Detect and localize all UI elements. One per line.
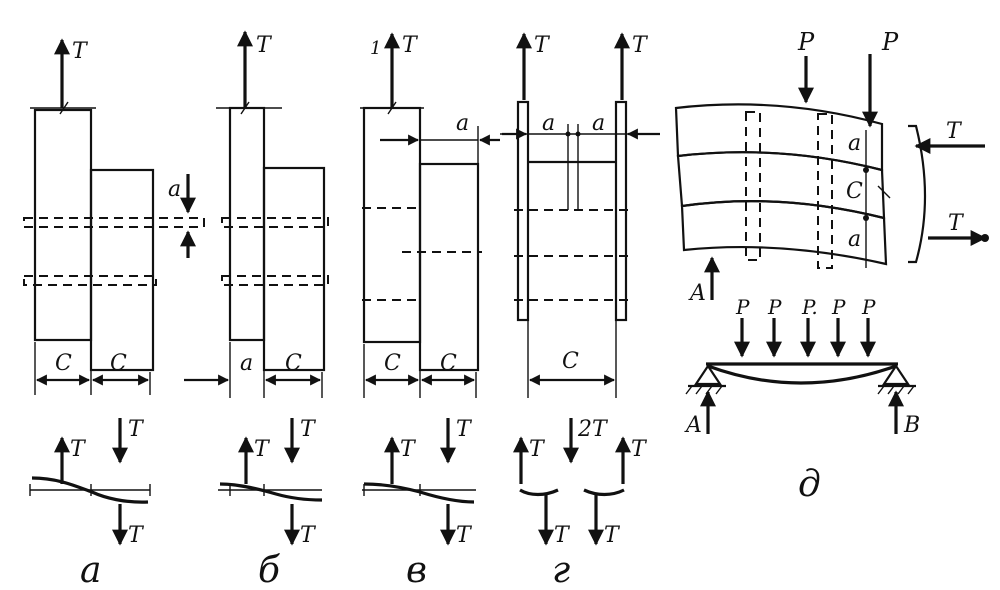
svg-text:a: a: [848, 131, 861, 156]
panel-d: P P a C a T T A P P P. P P: [674, 28, 989, 505]
deflection-curve: [31, 476, 149, 504]
svg-text:T: T: [256, 33, 273, 58]
svg-text:T: T: [128, 523, 145, 548]
svg-text:T: T: [631, 437, 648, 462]
svg-text:P: P: [861, 295, 876, 319]
svg-text:P: P: [881, 28, 899, 56]
deflection-curve: [519, 488, 559, 497]
panel-v: 1 T a C C T T T в: [360, 32, 500, 590]
plank: [362, 106, 422, 344]
svg-text:T: T: [604, 523, 621, 548]
svg-text:a: a: [456, 111, 469, 136]
svg-text:T: T: [456, 417, 473, 442]
svg-text:T: T: [128, 417, 145, 442]
svg-text:T: T: [70, 437, 87, 462]
bolt: [221, 275, 329, 286]
dowel: [817, 113, 833, 269]
svg-text:C: C: [562, 349, 579, 374]
svg-text:a: a: [592, 111, 605, 136]
svg-text:C: C: [440, 351, 457, 376]
marker-one: 1: [370, 38, 381, 59]
panel-g: T T a a C T T 2T T T г: [500, 32, 660, 590]
plank: [33, 108, 93, 342]
support-b: [881, 364, 911, 386]
svg-text:2T: 2T: [577, 417, 609, 442]
gap-label: a: [168, 177, 181, 202]
panel-b: T a C T T T б: [184, 30, 329, 590]
svg-text:A: A: [688, 281, 706, 306]
svg-text:P: P: [735, 295, 750, 319]
deflection-curve: [219, 482, 323, 502]
svg-text:C: C: [846, 179, 863, 204]
svg-text:P: P: [831, 295, 846, 319]
caption-d: д: [798, 464, 821, 505]
svg-text:B: B: [903, 413, 920, 438]
svg-text:T: T: [946, 119, 963, 144]
caption-a: а: [80, 550, 101, 590]
svg-text:P.: P.: [801, 295, 818, 319]
deflection-curve: [707, 364, 897, 385]
plank: [89, 168, 155, 372]
plank: [228, 106, 266, 342]
spacing-label: C: [110, 351, 127, 376]
svg-text:T: T: [456, 523, 473, 548]
tension-label: T: [72, 39, 89, 64]
svg-text:T: T: [948, 211, 965, 236]
svg-text:A: A: [684, 413, 702, 438]
svg-text:T: T: [529, 437, 546, 462]
svg-text:P: P: [767, 295, 782, 319]
svg-text:T: T: [554, 523, 571, 548]
svg-text:T: T: [402, 33, 419, 58]
beam-layer: [680, 200, 888, 266]
svg-text:a: a: [240, 351, 253, 376]
svg-text:a: a: [848, 227, 861, 252]
dowel: [745, 111, 761, 261]
plank: [418, 162, 480, 372]
svg-text:T: T: [254, 437, 271, 462]
svg-text:T: T: [300, 417, 317, 442]
svg-text:T: T: [632, 33, 649, 58]
bolt: [221, 217, 329, 228]
deflection-curve: [363, 482, 475, 504]
svg-text:a: a: [542, 111, 555, 136]
caption-v: в: [406, 550, 427, 590]
plank: [262, 166, 326, 372]
bolt: [23, 275, 157, 286]
deflection-curve: [583, 488, 625, 497]
svg-text:T: T: [300, 523, 317, 548]
svg-text:T: T: [400, 437, 417, 462]
svg-text:T: T: [534, 33, 551, 58]
svg-text:P: P: [797, 28, 815, 56]
svg-text:C: C: [384, 351, 401, 376]
spacing-label: C: [55, 351, 72, 376]
support-a: [693, 364, 723, 386]
panel-a: T a C C T T T а: [23, 38, 205, 590]
bolt: [23, 217, 205, 228]
svg-text:C: C: [285, 351, 302, 376]
caption-g: г: [552, 550, 570, 590]
shear-diagram: [908, 124, 927, 264]
caption-b: б: [258, 550, 281, 590]
